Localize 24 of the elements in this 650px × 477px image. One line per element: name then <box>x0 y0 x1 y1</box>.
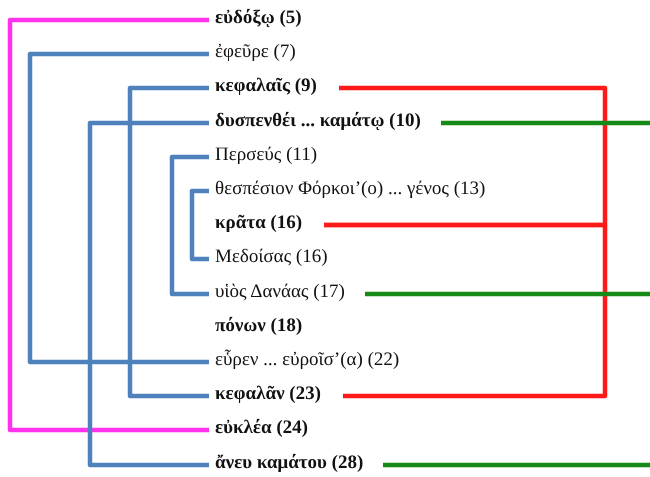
verse-phrase: υἱὸς Δανάας (17) <box>215 280 345 304</box>
bracket-line <box>383 462 650 468</box>
verse-phrase: εὗρεν ... εὐροῖσ’(α) (22) <box>215 348 400 372</box>
verse-phrase: Περσεύς (11) <box>215 142 318 167</box>
verse-phrase: εὐκλέα (24) <box>215 416 308 440</box>
bracket-line <box>324 222 608 398</box>
bracket-line <box>190 188 209 262</box>
bracket-line <box>441 120 650 126</box>
bracket-line <box>88 120 209 468</box>
verse-phrase: Μεδοίσας (16) <box>215 245 328 270</box>
verse-phrase: θεσπέσιον Φόρκοι’(ο) ... γένος (13) <box>215 177 486 201</box>
verse-phrase: ἄνευ καμάτου (28) <box>215 450 364 475</box>
bracket-line <box>28 52 209 364</box>
verse-phrase: ἐφεῦρε (7) <box>215 40 296 64</box>
verse-phrase: κεφαλᾶν (23) <box>215 382 321 406</box>
verse-phrase: κεφαλαῖς (9) <box>215 74 317 98</box>
bracket-line <box>8 18 209 432</box>
verse-phrase: δυσπενθέι ... καμάτῳ (10) <box>215 108 421 133</box>
bracket-line <box>365 292 650 296</box>
verse-phrase: εὐδόξῳ (5) <box>215 6 302 30</box>
verse-phrase: κρᾶτα (16) <box>215 211 302 236</box>
bracket-line <box>128 86 209 398</box>
verse-phrase: πόνων (18) <box>215 314 302 338</box>
bracket-line <box>170 154 209 296</box>
